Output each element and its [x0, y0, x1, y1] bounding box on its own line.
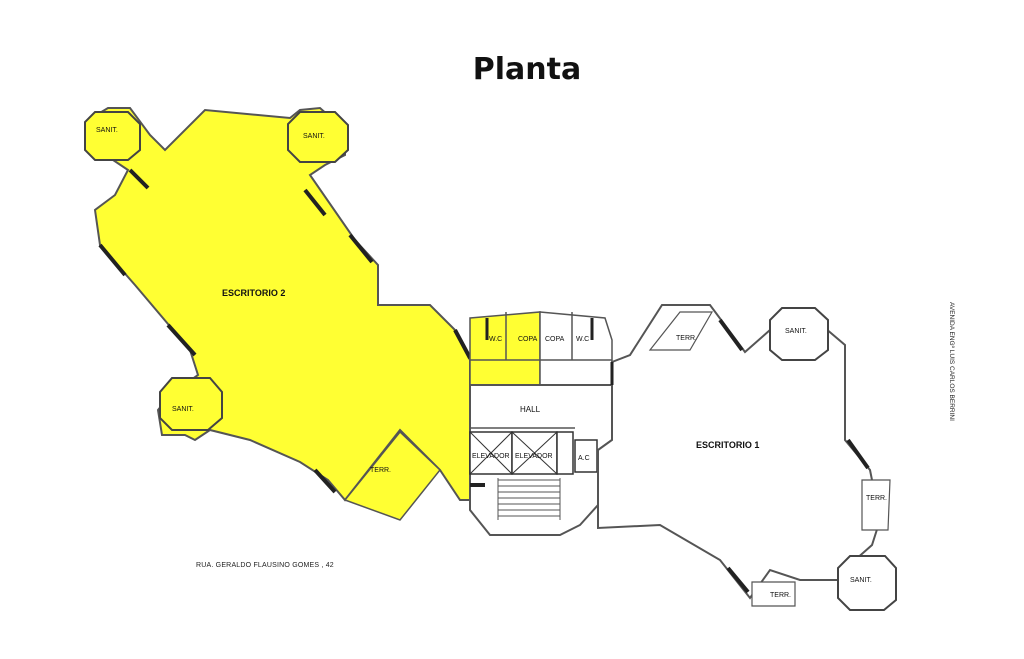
page-title: Planta [472, 52, 582, 87]
terrace-label-4: TERR. [770, 592, 791, 599]
sanit-label-3: SANIT. [172, 406, 194, 413]
sanit-pod-3: SANIT. [159, 377, 223, 431]
street-address: RUA. GERALDO FLAUSINO GOMES , 42 [196, 562, 334, 569]
sanit-label-5: SANIT. [850, 577, 872, 584]
escritorio-1-wing: ESCRITORIO 1 TERR. TERR. TERR. [597, 304, 891, 607]
sanit-pod-4: SANIT. [769, 307, 829, 361]
copa-left-label: COPA [518, 336, 538, 343]
terrace-label-3: TERR. [866, 495, 887, 502]
escritorio-2-label: ESCRITORIO 2 [222, 288, 285, 298]
avenue-address: AVENIDA ENGº LUIS CARLOS BERRINI [948, 302, 955, 421]
sanit-label-1: SANIT. [96, 127, 118, 134]
wc-left-label: W.C [489, 336, 502, 343]
terrace-label-1: TERR. [370, 467, 391, 474]
escritorio-2-area[interactable] [87, 106, 471, 502]
wc-right-label: W.C [576, 336, 589, 343]
escritorio-1-label: ESCRITORIO 1 [696, 440, 759, 450]
ac-label: A.C [578, 455, 590, 462]
elevator-b-label: ELEVADOR [515, 453, 553, 460]
sanit-pod-1: SANIT. [84, 111, 141, 161]
elevator-a-label: ELEVADOR [472, 453, 510, 460]
sanit-pod-2: SANIT. [287, 111, 349, 163]
terrace-2-area[interactable] [343, 430, 442, 521]
copa-right-label: COPA [545, 336, 565, 343]
sanit-pod-5: SANIT. [837, 555, 897, 611]
escritorio-2-wing [87, 106, 472, 521]
sanit-label-2: SANIT. [303, 133, 325, 140]
sanit-label-4: SANIT. [785, 328, 807, 335]
terrace-label-2: TERR. [676, 335, 697, 342]
building-core: HALL ELEVADOR ELEVADOR A.C W.C COPA COPA… [469, 311, 628, 536]
hall-label: HALL [520, 405, 541, 414]
